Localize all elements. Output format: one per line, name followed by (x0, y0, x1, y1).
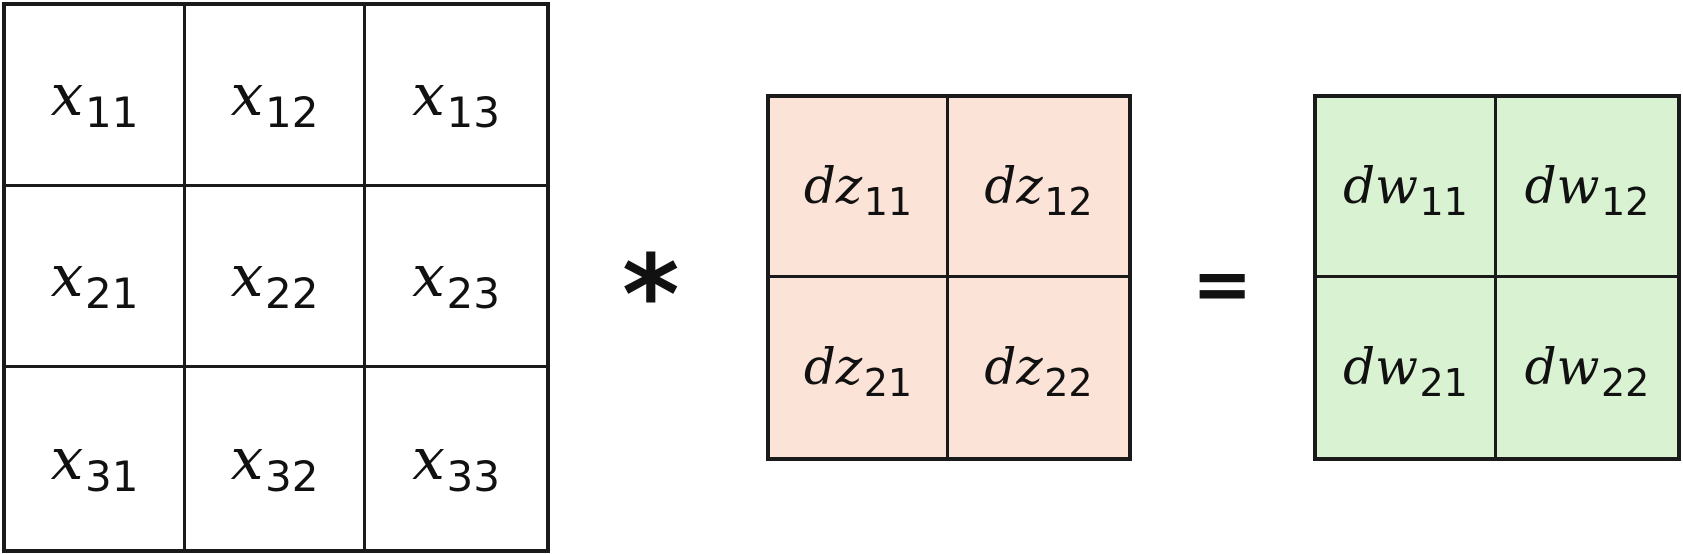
cell-subscript: 33 (446, 451, 500, 501)
convolution-operator: * (622, 231, 680, 359)
cell-symbol: x (412, 242, 445, 310)
cell-symbol: dz (984, 157, 1043, 216)
cell-subscript: 21 (1419, 361, 1468, 406)
cell-symbol: dw (1524, 157, 1600, 216)
cell-symbol: dw (1524, 338, 1600, 397)
cell-subscript: 11 (863, 180, 913, 225)
cell-symbol: dz (803, 338, 863, 397)
cell-symbol: dz (803, 157, 863, 216)
cell-subscript: 13 (446, 88, 500, 138)
cell-symbol: dw (1343, 157, 1418, 216)
cell-subscript: 22 (1600, 361, 1650, 406)
cell-subscript: 12 (264, 88, 319, 138)
equals-operator: = (1192, 242, 1253, 326)
cell-subscript: 31 (84, 451, 139, 501)
cell-subscript: 22 (1044, 361, 1093, 406)
cell-subscript: 11 (1419, 180, 1468, 225)
cell-symbol: x (412, 61, 445, 129)
cell-symbol: dz (984, 338, 1043, 397)
cell-subscript: 12 (1044, 180, 1093, 225)
cell-symbol: x (230, 61, 264, 129)
cell-subscript: 23 (446, 269, 500, 319)
cell-subscript: 11 (84, 88, 139, 138)
cell-symbol: x (50, 61, 84, 129)
cell-symbol: x (230, 242, 264, 310)
cell-symbol: dw (1343, 338, 1418, 397)
cell-symbol: x (412, 424, 445, 493)
cell-symbol: x (230, 424, 264, 493)
cell-symbol: x (50, 242, 84, 310)
cell-subscript: 32 (264, 451, 319, 501)
cell-subscript: 12 (1600, 180, 1650, 225)
cell-subscript: 22 (264, 269, 319, 319)
cell-symbol: x (50, 424, 84, 493)
cell-subscript: 21 (863, 361, 913, 406)
cell-subscript: 21 (84, 269, 139, 319)
